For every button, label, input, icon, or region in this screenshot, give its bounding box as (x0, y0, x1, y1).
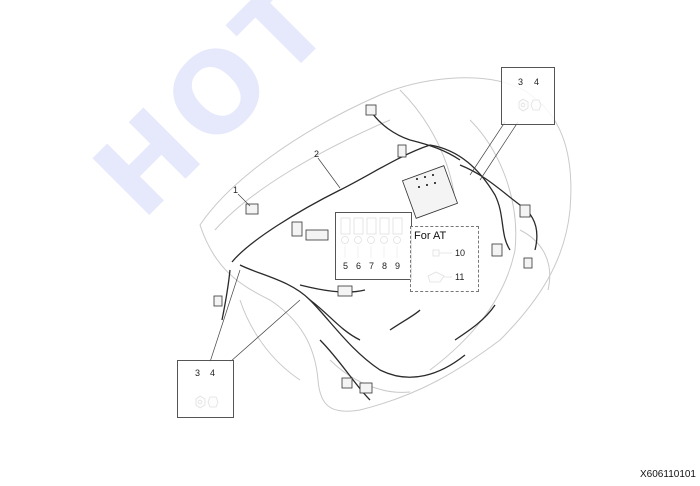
callout-2: 2 (314, 149, 320, 159)
bottom-box-callout-4: 4 (210, 368, 216, 378)
bottom-detail-box (177, 360, 234, 418)
callout-1: 1 (233, 185, 239, 195)
for-at-box (410, 226, 479, 292)
image-code: X606110101 (640, 469, 696, 480)
fuse-detail-box (335, 212, 412, 280)
bottom-box-callout-3: 3 (195, 368, 201, 378)
fuse-callout-6: 6 (356, 261, 362, 271)
top-detail-box (501, 67, 555, 125)
fuse-callout-7: 7 (369, 261, 375, 271)
for-at-title: For AT (414, 230, 447, 242)
top-box-callout-4: 4 (534, 77, 540, 87)
for-at-callout-10: 10 (455, 248, 466, 258)
fuse-callout-9: 9 (395, 261, 401, 271)
wiring-harness (221, 109, 538, 401)
fuse-callout-5: 5 (343, 261, 349, 271)
top-box-callout-3: 3 (518, 77, 524, 87)
for-at-callout-11: 11 (455, 272, 465, 282)
fuse-callout-8: 8 (382, 261, 388, 271)
